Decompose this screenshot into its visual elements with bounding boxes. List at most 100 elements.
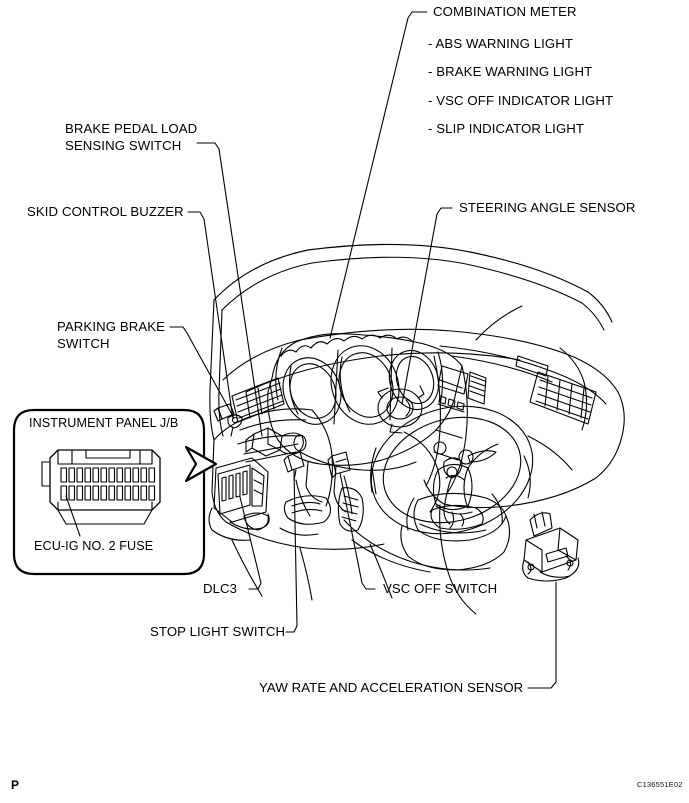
grille-line-3	[469, 385, 485, 392]
leader-yaw-rate-sensor	[527, 581, 557, 689]
parking-brake-switch-body	[227, 414, 243, 429]
label-vsc-off-indicator-light: - VSC OFF INDICATOR LIGHT	[428, 93, 614, 108]
vent-driver-outline	[231, 377, 285, 423]
label-vsc-off-switch: VSC OFF SWITCH	[383, 581, 498, 596]
yaw-sensor-upper-tab	[529, 512, 553, 537]
label-brake-pedal-load-sensing-switch-line2: SENSING SWITCH	[65, 138, 182, 153]
steering-rim-bottom-inner	[419, 523, 487, 534]
left-dash-bottom-edge	[225, 521, 385, 550]
leader-brake-pedal-load	[196, 142, 263, 437]
inset-fuse-row-upper	[60, 467, 156, 483]
steering-column-right	[371, 467, 377, 495]
shift-gate-plate	[430, 504, 484, 530]
accel-tread-4	[341, 516, 357, 522]
jb-side-detail-2	[253, 489, 263, 495]
brake-pedal-shadow	[279, 527, 319, 536]
shifter-bezel	[413, 492, 507, 542]
dash-right-top-fold	[475, 305, 523, 341]
vent-vane-3	[568, 383, 573, 415]
brake-pedal-arm	[295, 479, 311, 517]
vent-slat-4	[535, 400, 589, 420]
leader-parking-brake-switch	[169, 326, 235, 419]
vent-vane-2	[556, 379, 561, 411]
button-2	[447, 398, 456, 408]
label-brake-pedal-load-sensing-switch-line1: BRAKE PEDAL LOAD	[65, 121, 198, 136]
label-slip-indicator-light: - SLIP INDICATOR LIGHT	[428, 121, 585, 136]
inset-fuse-row-lower	[60, 485, 156, 501]
label-instrument-panel-jb: INSTRUMENT PANEL J/B	[29, 416, 179, 430]
steering-angle-sensor-tab-right	[417, 385, 425, 399]
gauge-pod-left-outer	[282, 357, 342, 425]
blps-end-cap	[293, 434, 307, 452]
cluster-left-bezel	[275, 347, 283, 401]
shift-knob	[443, 457, 463, 479]
inset-top-notch	[85, 449, 131, 459]
vent-vane-1	[544, 375, 549, 407]
dash-lower-right-edge	[443, 477, 597, 509]
label-yaw-rate-and-acceleration-sensor: YAW RATE AND ACCELERATION SENSOR	[259, 680, 524, 695]
button-1	[438, 395, 447, 405]
stop-light-switch-plunger	[293, 469, 297, 481]
dash-right-panel-seam	[559, 347, 588, 431]
grille-line-1	[470, 375, 486, 382]
steering-spoke-lower-right	[491, 493, 503, 525]
glovebox-lower-curve	[439, 504, 477, 615]
center-stack-seam-3	[435, 429, 463, 439]
page-mark: P	[11, 778, 20, 792]
cluster-hood-top	[271, 333, 463, 379]
leader-stop-light-switch	[285, 469, 298, 633]
dash-top-crease	[245, 352, 521, 393]
jb-fuse-col-1	[221, 476, 227, 502]
vent-slat-3	[537, 393, 591, 413]
stop-light-switch-body	[287, 451, 305, 471]
console-lower-outline	[343, 519, 491, 571]
grille-line-2	[470, 380, 486, 387]
inset-fuse-leader	[65, 495, 81, 537]
yaw-sensor-bolt-left	[527, 563, 535, 571]
console-left-edge	[400, 525, 409, 557]
driver-vent-vane-3	[269, 382, 275, 410]
yaw-sensor-label-face	[545, 547, 569, 563]
accel-tread-3	[341, 509, 358, 515]
left-dash-trim-1	[239, 419, 307, 431]
label-stop-light-switch: STOP LIGHT SWITCH	[150, 624, 286, 639]
center-stack-left-edge	[425, 355, 441, 487]
label-combination-meter: COMBINATION METER	[433, 4, 577, 19]
center-grille	[467, 371, 487, 405]
leader-skid-control-buzzer	[187, 211, 234, 420]
windshield-upper-edge	[213, 243, 589, 301]
leader-steering-angle-sensor	[401, 207, 453, 405]
dlc3-connector	[243, 512, 269, 531]
cluster-sep-1	[333, 349, 339, 425]
junction-block-body	[213, 457, 269, 523]
hvac-knob-left	[433, 441, 447, 455]
yaw-sensor-tab-rib-1	[533, 513, 538, 529]
steering-wheel-rim-inner	[382, 416, 522, 524]
stop-light-switch-side	[283, 455, 293, 473]
jb-fuse-col-3	[235, 472, 241, 498]
shift-gate-detail	[459, 513, 465, 527]
left-dash-left-edge	[211, 439, 227, 523]
accel-pedal-arm	[343, 475, 353, 515]
gauge-pod-left-shade	[289, 365, 299, 415]
label-parking-brake-switch-line1: PARKING BRAKE	[57, 319, 166, 334]
brake-pedal-pad	[283, 495, 332, 525]
accel-pedal-pad	[337, 487, 364, 532]
vsc-off-switch-side	[327, 455, 337, 479]
cluster-hood-scallop	[280, 334, 414, 357]
center-stack-seam-1	[439, 379, 463, 389]
driver-vent-vane-2	[257, 387, 263, 415]
brake-pedal-tread-2	[291, 508, 323, 514]
leader-vsc-off-switch	[339, 472, 376, 590]
cluster-hood-bottom	[267, 391, 457, 466]
label-skid-control-buzzer: SKID CONTROL BUZZER	[27, 204, 184, 219]
steering-wheel-rim-outer	[370, 405, 534, 535]
dash-right-lower-seam	[527, 435, 573, 471]
parking-brake-switch-detail	[231, 416, 239, 424]
windshield-lower-edge	[221, 256, 583, 311]
label-abs-warning-light: - ABS WARNING LIGHT	[428, 36, 574, 51]
steering-rim-right-thick	[523, 455, 531, 499]
blps-cylinder	[279, 432, 304, 455]
jb-side-detail-1	[253, 479, 263, 485]
